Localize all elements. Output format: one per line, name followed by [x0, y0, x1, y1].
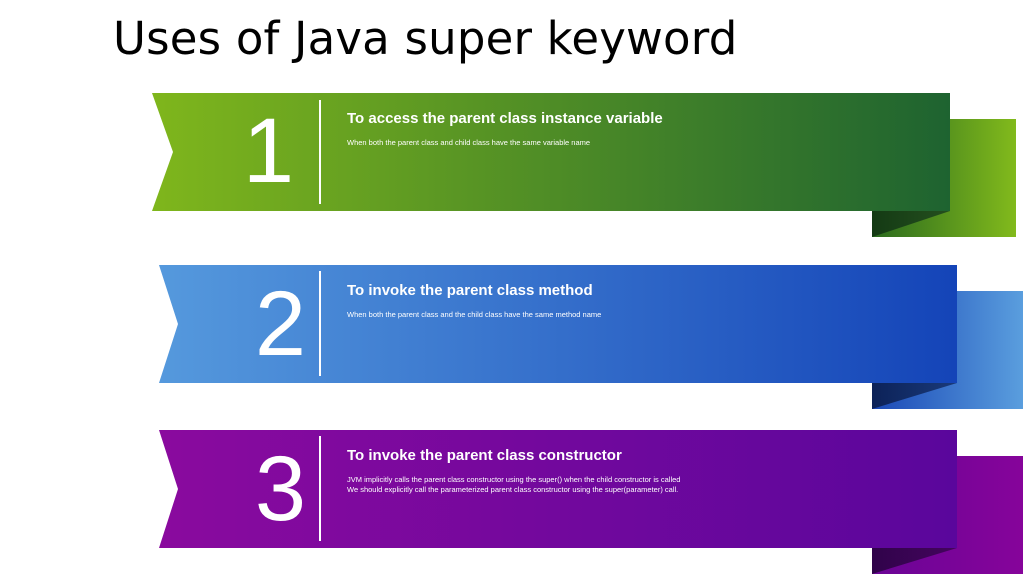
page-title: Uses of Java super keyword: [113, 12, 738, 65]
step-number-3: 3: [254, 438, 306, 540]
step-desc-1-line-1: When both the parent class and child cla…: [347, 138, 591, 147]
step-desc-3-line-1: JVM implicitly calls the parent class co…: [347, 475, 681, 484]
divider-3: [319, 436, 321, 541]
step-desc-2-line-1: When both the parent class and the child…: [347, 310, 602, 319]
step-desc-3-line-2: We should explicitly call the parameteri…: [347, 485, 679, 494]
divider-1: [319, 100, 321, 204]
step-number-2: 2: [254, 273, 306, 375]
step-heading-3: To invoke the parent class constructor: [347, 447, 622, 464]
step-heading-1: To access the parent class instance vari…: [347, 110, 663, 127]
step-heading-2: To invoke the parent class method: [347, 282, 593, 299]
step-number-1: 1: [242, 100, 294, 202]
divider-2: [319, 271, 321, 376]
